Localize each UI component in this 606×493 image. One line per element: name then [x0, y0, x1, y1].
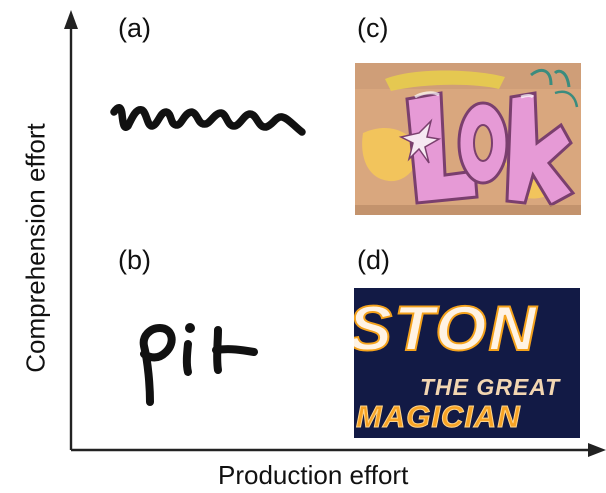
graffiti-image: [355, 63, 581, 215]
panel-label-d: (d): [357, 245, 390, 275]
x-axis-label: Production effort: [218, 460, 409, 490]
x-axis-arrowhead: [588, 443, 606, 457]
magician-poster-image: STON THE GREAT MAGICIAN: [354, 288, 580, 438]
panel-label-c: (c): [357, 13, 389, 43]
panel-label-a: (a): [118, 13, 151, 43]
poster-headline: STON: [354, 292, 539, 364]
y-axis-label: Comprehension effort: [20, 123, 51, 373]
poster-tagline: MAGICIAN: [356, 399, 521, 435]
poster-subtitle: THE GREAT: [420, 374, 561, 400]
panel-label-b: (b): [118, 245, 151, 275]
handwritten-word-image: [139, 323, 258, 406]
cursive-scribble-image: [110, 104, 306, 136]
y-axis-arrowhead: [64, 10, 78, 29]
